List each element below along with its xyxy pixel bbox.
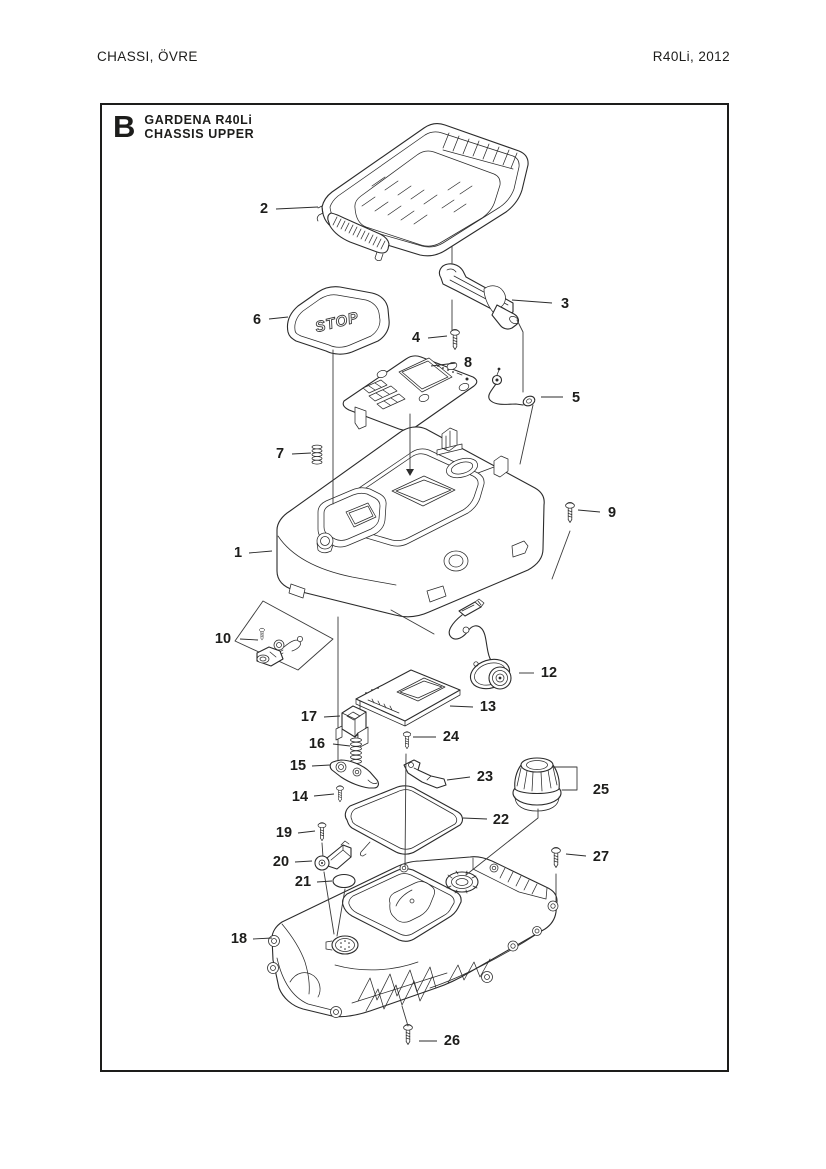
model-year-label: R40Li, 2012 — [652, 49, 730, 64]
page-title: CHASSI, ÖVRE — [97, 49, 198, 64]
section-letter: B — [113, 109, 136, 144]
diagram-panel: B GARDENA R40Li CHASSIS UPPER — [100, 103, 729, 1072]
panel-title-line2: CHASSIS UPPER — [144, 127, 255, 141]
panel-title-line1: GARDENA R40Li — [144, 113, 253, 127]
panel-title-block: B GARDENA R40Li CHASSIS UPPER — [113, 109, 255, 144]
